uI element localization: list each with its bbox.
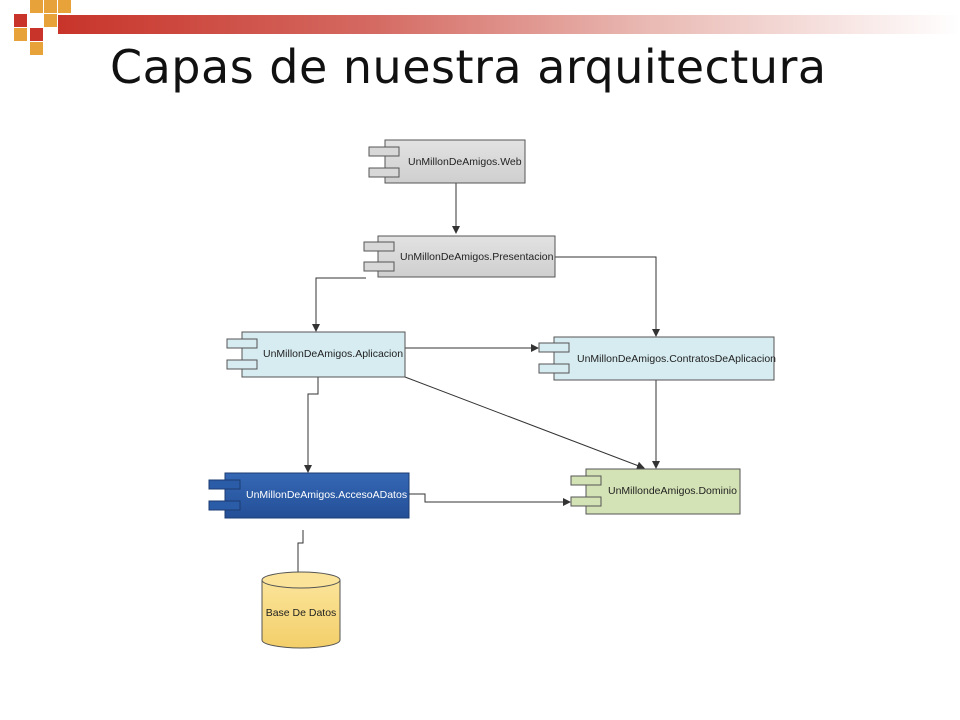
component-dominio: UnMillondeAmigos.Dominio bbox=[570, 468, 741, 515]
arrow-aplicacion-to-dominio bbox=[404, 376, 645, 470]
database-label: Base De Datos bbox=[266, 607, 337, 619]
component-presentacion: UnMillonDeAmigos.Presentacion bbox=[363, 235, 556, 278]
arrow-aplicacion-to-accesodatos bbox=[304, 377, 319, 473]
corner-square-red-2 bbox=[30, 28, 43, 41]
component-web-label: UnMillonDeAmigos.Web bbox=[408, 156, 522, 168]
component-accesodatos-label: UnMillonDeAmigos.AccesoADatos bbox=[246, 489, 407, 501]
corner-square-orange-3 bbox=[58, 0, 71, 13]
component-contratos: UnMillonDeAmigos.ContratosDeAplicacion bbox=[538, 336, 776, 381]
arrow-presentacion-to-contratos bbox=[555, 256, 660, 337]
component-aplicacion: UnMillonDeAmigos.Aplicacion bbox=[226, 331, 406, 378]
corner-square-orange-6 bbox=[44, 14, 57, 27]
component-presentacion-label: UnMillonDeAmigos.Presentacion bbox=[400, 251, 554, 263]
corner-square-orange-2 bbox=[44, 0, 57, 13]
title-gradient-bar bbox=[58, 15, 960, 34]
arrow-presentacion-to-aplicacion bbox=[312, 277, 366, 332]
corner-square-orange-4 bbox=[14, 28, 27, 41]
slide-title: Capas de nuestra arquitectura bbox=[110, 40, 827, 94]
connectors bbox=[294, 183, 660, 580]
corner-square-orange-5 bbox=[30, 42, 43, 55]
component-dominio-label: UnMillondeAmigos.Dominio bbox=[608, 485, 737, 497]
database-cylinder: Base De Datos bbox=[261, 571, 341, 649]
arrow-accesodatos-to-dominio bbox=[409, 493, 571, 506]
component-web: UnMillonDeAmigos.Web bbox=[368, 139, 526, 184]
arrow-accesodatos-to-basedatos bbox=[294, 530, 304, 580]
corner-square-orange-1 bbox=[30, 0, 43, 13]
component-accesodatos: UnMillonDeAmigos.AccesoADatos bbox=[208, 472, 410, 519]
corner-square-red-1 bbox=[14, 14, 27, 27]
component-contratos-label: UnMillonDeAmigos.ContratosDeAplicacion bbox=[577, 353, 776, 365]
component-aplicacion-label: UnMillonDeAmigos.Aplicacion bbox=[263, 348, 403, 360]
